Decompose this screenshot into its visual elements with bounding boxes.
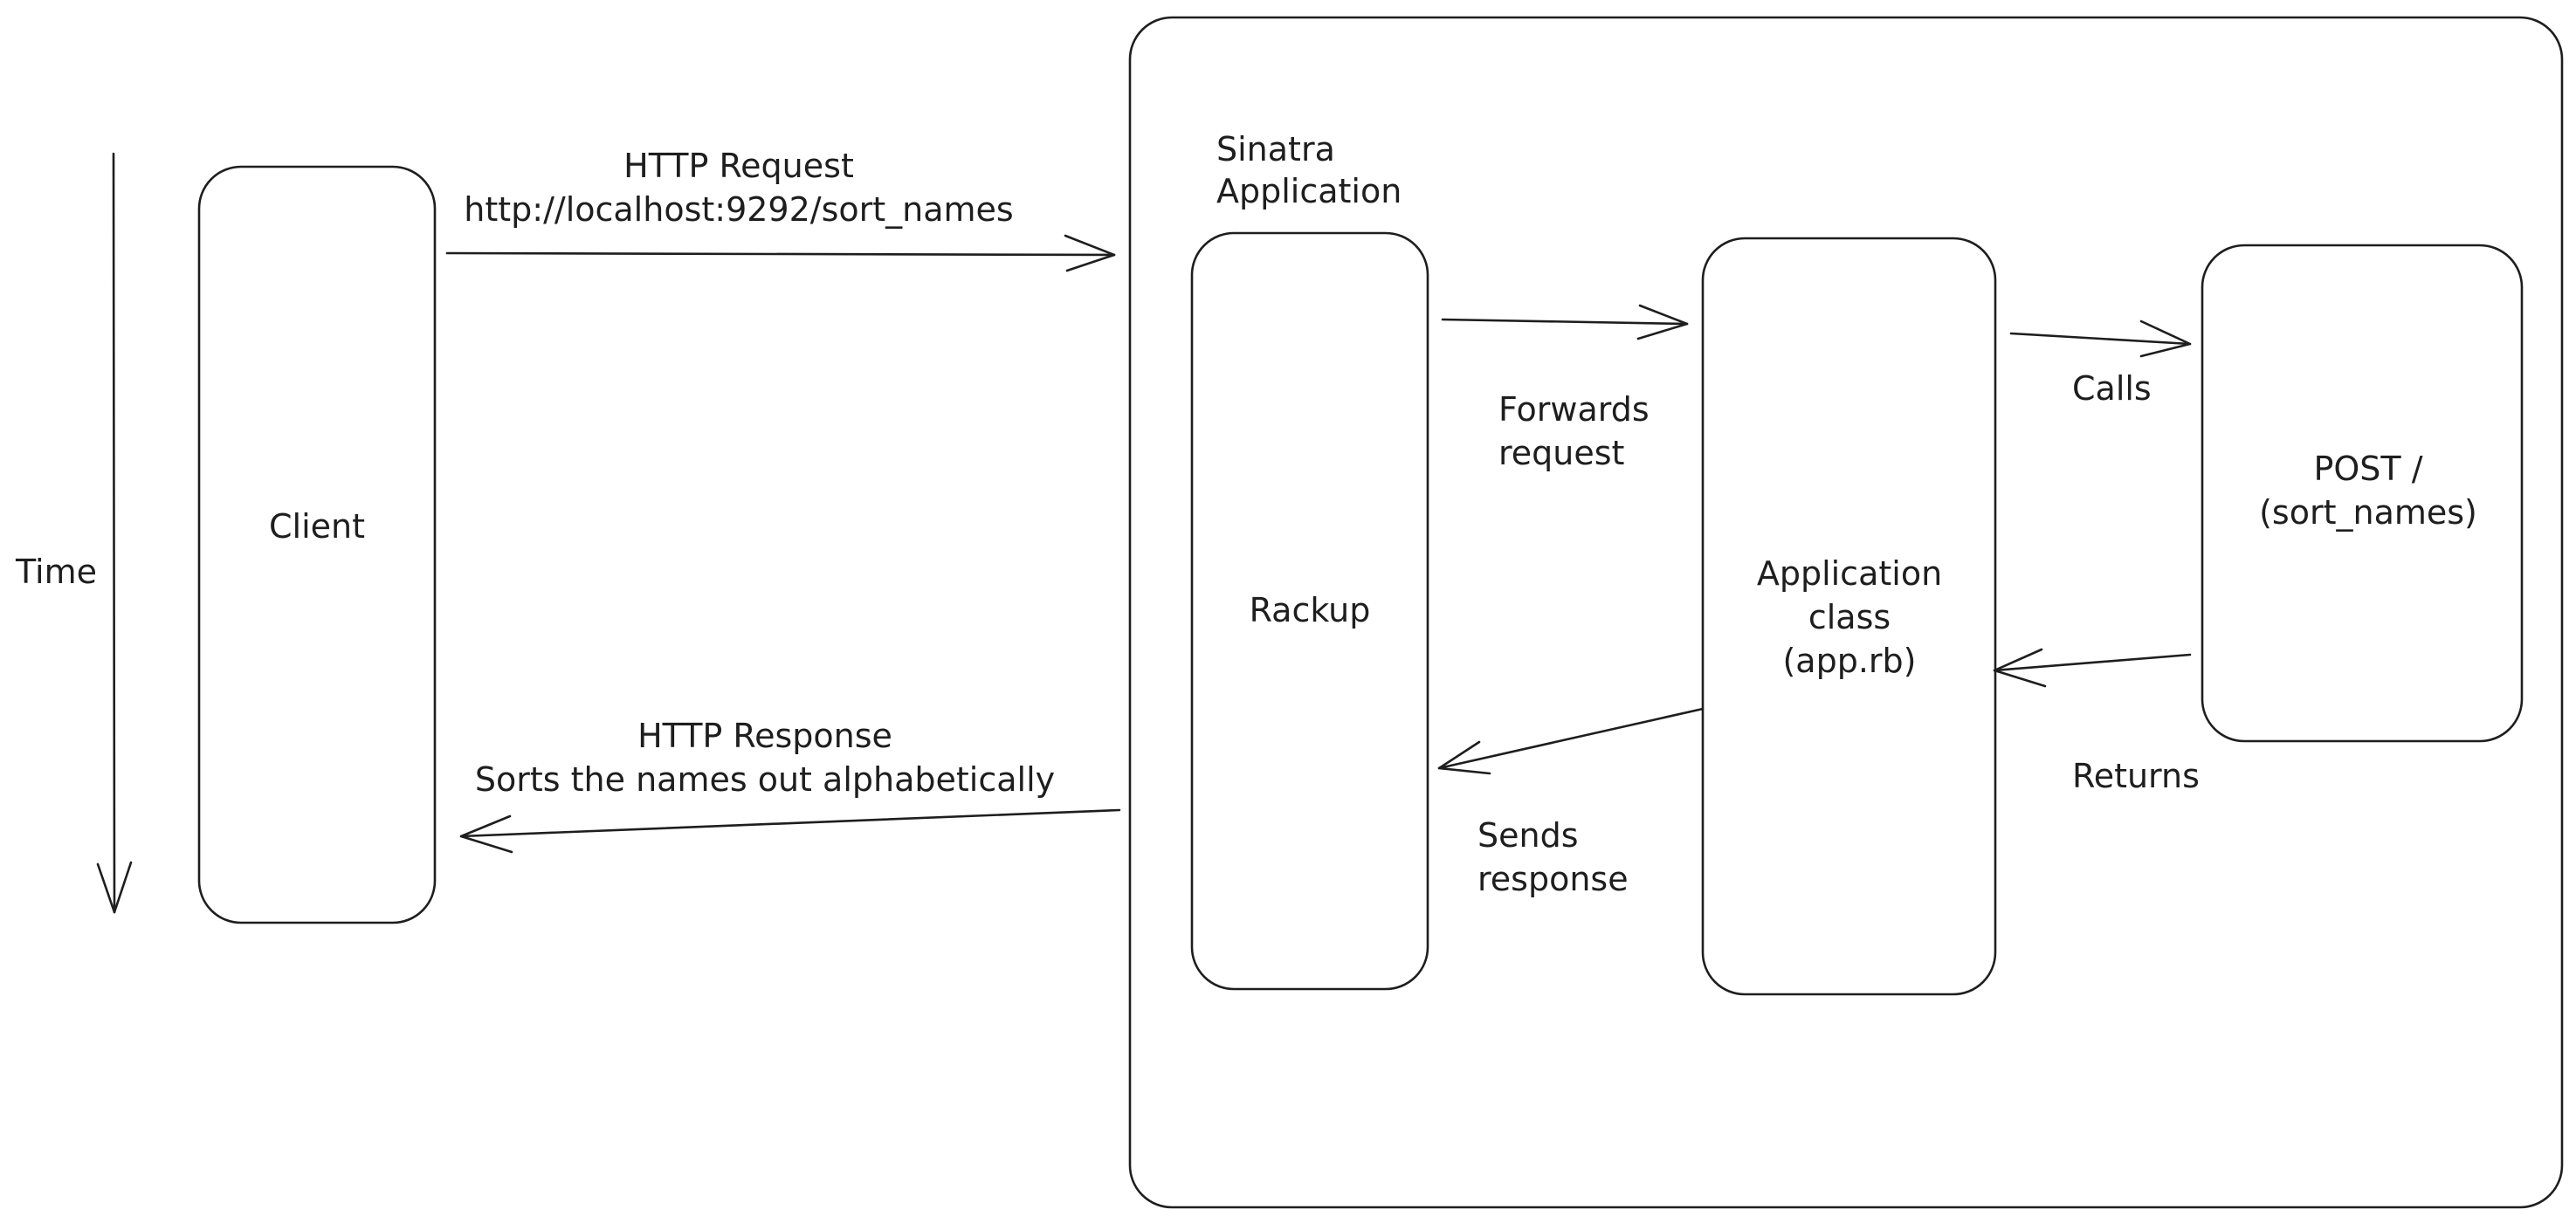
forwards-request-arrow [1441, 304, 1689, 340]
application-class-line1: Application [1757, 554, 1942, 593]
time-axis-label: Time [15, 553, 97, 591]
http-response-description: Sorts the names out alphabetically [475, 760, 1055, 799]
http-request-url: http://localhost:9292/sort_names [464, 190, 1013, 229]
sinatra-title-line1: Sinatra [1216, 130, 1335, 168]
application-class-line2: class [1808, 598, 1891, 636]
rackup-box [1190, 231, 1429, 991]
post-route-line1: POST / [2313, 450, 2422, 488]
returns-arrow [1993, 648, 2192, 688]
forwards-request-line1: Forwards [1498, 390, 1650, 429]
application-class-line3: (app.rb) [1782, 642, 1916, 680]
returns-label: Returns [2072, 757, 2200, 795]
http-request-arrow [445, 234, 1116, 272]
http-response-arrow [459, 808, 1121, 854]
http-request-label: HTTP Request [623, 147, 854, 185]
sinatra-application-container [1128, 16, 2564, 1209]
client-box [197, 165, 437, 924]
sinatra-title-line2: Application [1216, 172, 1402, 210]
rackup-label: Rackup [1250, 591, 1371, 629]
post-route-line2: (sort_names) [2259, 493, 2477, 532]
sends-response-arrow [1437, 707, 1705, 775]
sends-response-line2: response [1477, 860, 1629, 898]
calls-arrow [2009, 319, 2192, 358]
sends-response-line1: Sends [1477, 816, 1579, 855]
http-response-label: HTTP Response [637, 717, 892, 755]
calls-label: Calls [2072, 369, 2152, 408]
application-class-box [1701, 237, 1997, 996]
client-label: Client [269, 507, 365, 546]
forwards-request-line2: request [1498, 434, 1624, 472]
post-route-box [2201, 244, 2524, 743]
time-axis [96, 152, 133, 914]
